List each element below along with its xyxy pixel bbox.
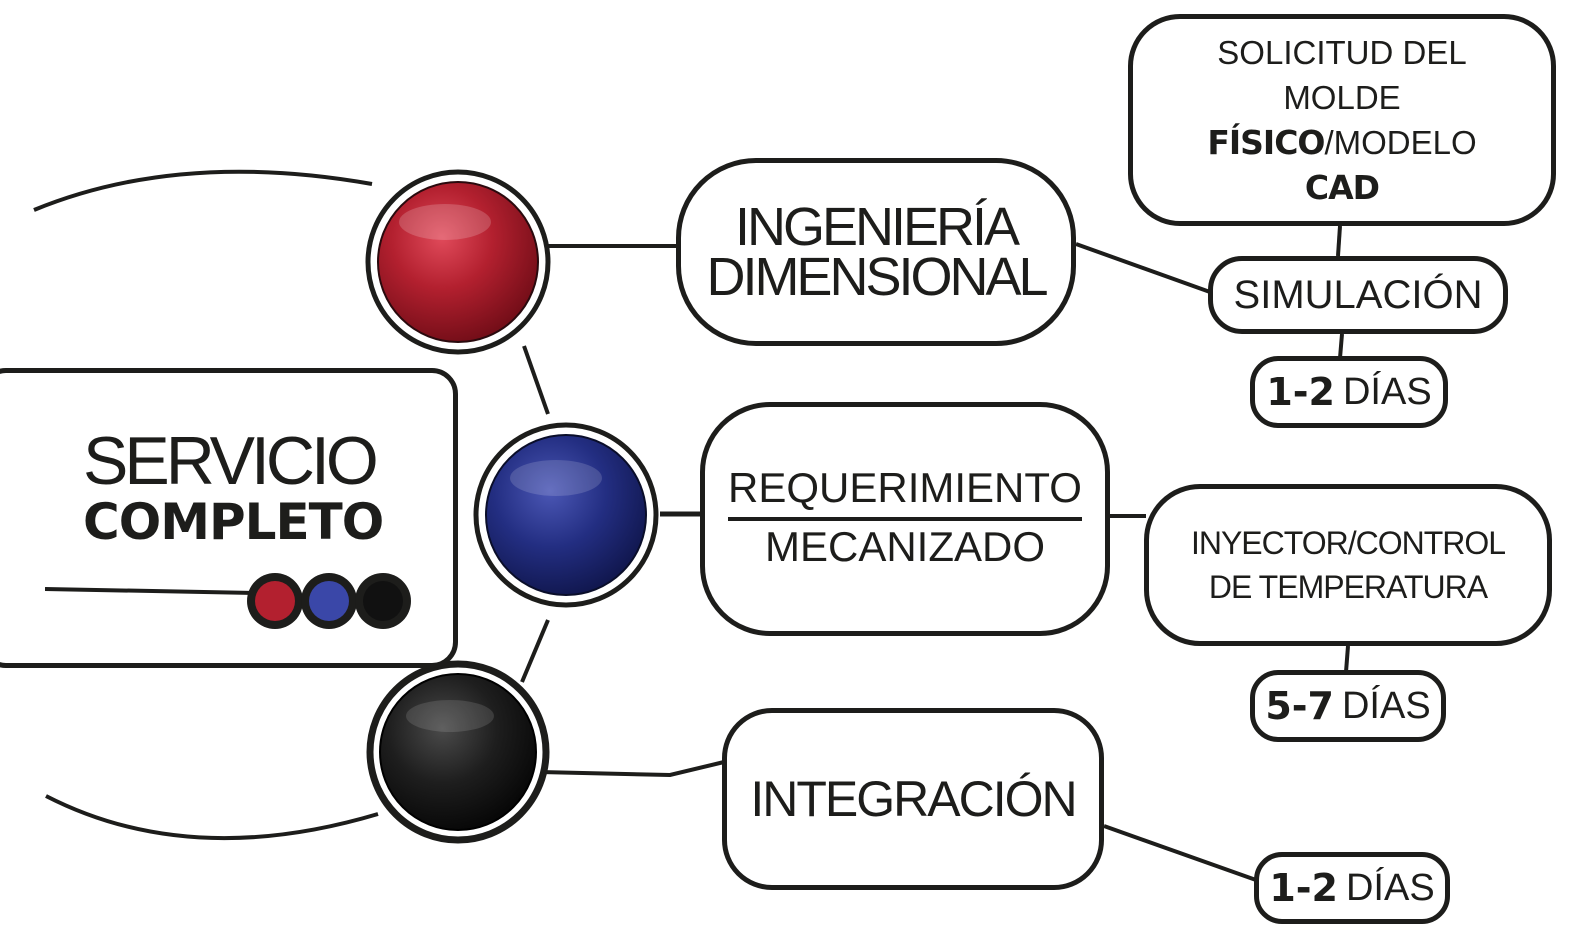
solicitud-molde-box: SOLICITUD DEL MOLDE FÍSICO/MODELO CAD — [1128, 14, 1556, 226]
main-title-line2: COMPLETO — [83, 493, 384, 551]
duration-range: 1-2 — [1266, 370, 1335, 414]
requerimiento-mecanizado-box: REQUERIMIENTO MECANIZADO — [700, 402, 1110, 636]
molde-modelo: /MODELO — [1324, 124, 1477, 161]
simulacion-label: SIMULACIÓN — [1233, 272, 1483, 317]
main-title-line1: SERVICIO — [83, 423, 379, 499]
line-iny-pill — [1344, 645, 1350, 673]
duration-pill-inyector: 5-7 DÍAS — [1250, 670, 1446, 742]
molde-line3: FÍSICO/MODELO — [1207, 120, 1476, 165]
blue-sphere-icon — [473, 422, 659, 608]
line-mold-sim — [1336, 225, 1342, 257]
duration-pill-integracion: 1-2 DÍAS — [1254, 852, 1450, 924]
duration-unit: DÍAS — [1341, 684, 1431, 727]
integracion-box: INTEGRACIÓN — [722, 708, 1104, 890]
mecanizado-label: MECANIZADO — [764, 523, 1045, 570]
duration-unit: DÍAS — [1345, 866, 1435, 909]
red-sphere-icon — [365, 169, 551, 355]
duration-range: 1-2 — [1269, 866, 1338, 910]
arc-bottom — [45, 794, 379, 841]
molde-line1: SOLICITUD DEL — [1217, 34, 1467, 71]
duration-unit: DÍAS — [1342, 370, 1432, 413]
arc-blue-black — [520, 619, 550, 683]
arc-top — [33, 169, 373, 212]
line-black-int — [539, 760, 725, 778]
main-title-box: SERVICIO COMPLETO — [0, 368, 458, 668]
line-int-pill — [1103, 824, 1257, 882]
simulacion-box: SIMULACIÓN — [1208, 256, 1508, 334]
line-eng-sim — [1075, 242, 1211, 294]
black-sphere-icon — [366, 660, 550, 844]
three-dots-icon — [45, 573, 411, 629]
ingenieria-dimensional-box: INGENIERÍA DIMENSIONAL — [676, 158, 1076, 346]
inyector-line2: DE TEMPERATURA — [1208, 569, 1488, 605]
duration-pill-simulacion: 1-2 DÍAS — [1250, 356, 1448, 428]
line-sim-pill — [1338, 333, 1344, 359]
ingenieria-line2: DIMENSIONAL — [706, 247, 1048, 307]
integracion-label: INTEGRACIÓN — [750, 771, 1077, 827]
arc-red-blue — [522, 345, 550, 415]
ingenieria-line1: INGENIERÍA — [734, 197, 1020, 257]
inyector-box: INYECTOR/CONTROL DE TEMPERATURA — [1144, 484, 1552, 646]
inyector-line1: INYECTOR/CONTROL — [1190, 525, 1506, 561]
duration-range: 5-7 — [1265, 684, 1334, 728]
molde-line2: MOLDE — [1283, 79, 1401, 116]
requerimiento-label: REQUERIMIENTO — [728, 465, 1082, 521]
molde-cad: CAD — [1304, 168, 1380, 207]
molde-fisico: FÍSICO — [1207, 123, 1325, 162]
